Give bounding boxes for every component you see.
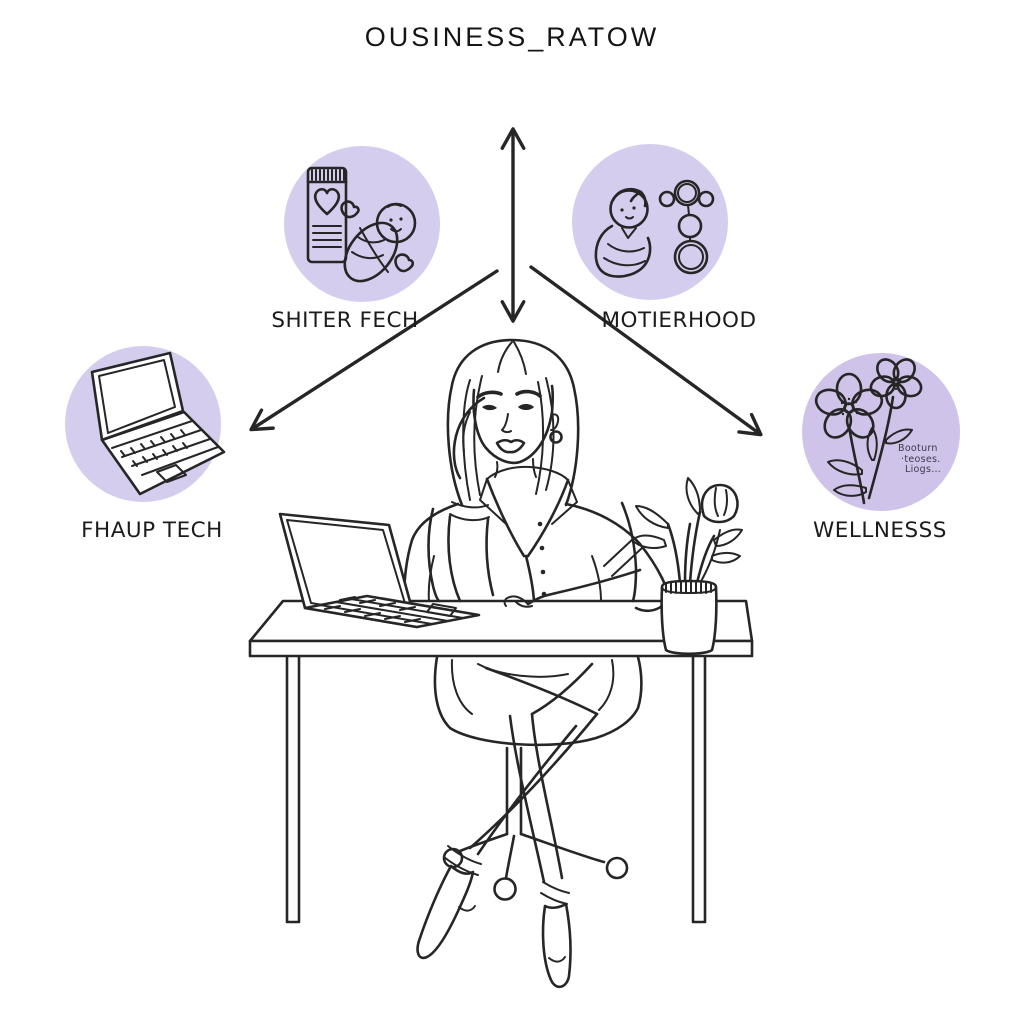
- eyebrows: [476, 389, 542, 399]
- arrow-to-wellness: [529, 265, 763, 437]
- woman-portrait: [402, 338, 664, 603]
- desk-leg-right: [691, 654, 707, 924]
- tulip-flower: [700, 483, 739, 524]
- wellness-scribble-note: Booturn ·teoses. Liogs…: [898, 443, 941, 475]
- arrow-group: [249, 127, 763, 437]
- laptop-on-desk: [278, 512, 481, 629]
- earring: [549, 430, 563, 444]
- wellness-note-line-3: Liogs…: [905, 464, 941, 475]
- wellness-note-line-2: ·teoses.: [901, 454, 941, 465]
- desk-leg-left: [285, 654, 301, 924]
- node-label-wellness: WELLNESSS: [813, 518, 947, 543]
- diagram-title: OUSINESS_RATOW: [364, 22, 660, 52]
- arrow-to-femtech: [249, 269, 499, 432]
- right-hand: [503, 595, 533, 608]
- node-label-baby-products: SHITER FECH: [271, 308, 418, 333]
- ear: [550, 413, 560, 431]
- baby-bottle-and-swaddled-baby-icon: [306, 166, 417, 283]
- eye-left: [482, 404, 497, 411]
- caster-wheel-front: [493, 877, 517, 901]
- plant-pot: [660, 579, 718, 656]
- laptop-trackpad: [426, 603, 457, 617]
- node-label-femtech: FHAUP TECH: [81, 518, 223, 543]
- shoe-left: [416, 864, 475, 960]
- nose: [501, 413, 512, 434]
- woman-thinking-at-desk-illustration: [248, 338, 754, 989]
- left-forearm: [447, 514, 495, 603]
- node-label-motherhood: MOTIERHOOD: [601, 308, 756, 333]
- eye-right: [518, 404, 534, 410]
- wildflowers-icon: [814, 358, 923, 505]
- potted-flowers: [631, 477, 743, 656]
- node-circle-motherhood: [572, 144, 728, 300]
- office-chair-and-legs: [416, 655, 643, 989]
- desk-front-edge: [248, 639, 754, 658]
- baby-and-rattle-rings-icon: [594, 179, 715, 278]
- face-outline: [472, 384, 555, 465]
- torso-right-edge: [564, 502, 664, 580]
- wellness-note-line-1: Booturn: [898, 443, 938, 454]
- caster-wheel-right: [605, 856, 629, 880]
- collar: [479, 465, 578, 525]
- hair: [446, 338, 580, 507]
- shoe-right: [541, 902, 572, 989]
- open-laptop-icon: [90, 351, 226, 496]
- lips: [495, 438, 526, 454]
- hand-on-cheek: [452, 396, 486, 480]
- chair-back: [427, 501, 638, 603]
